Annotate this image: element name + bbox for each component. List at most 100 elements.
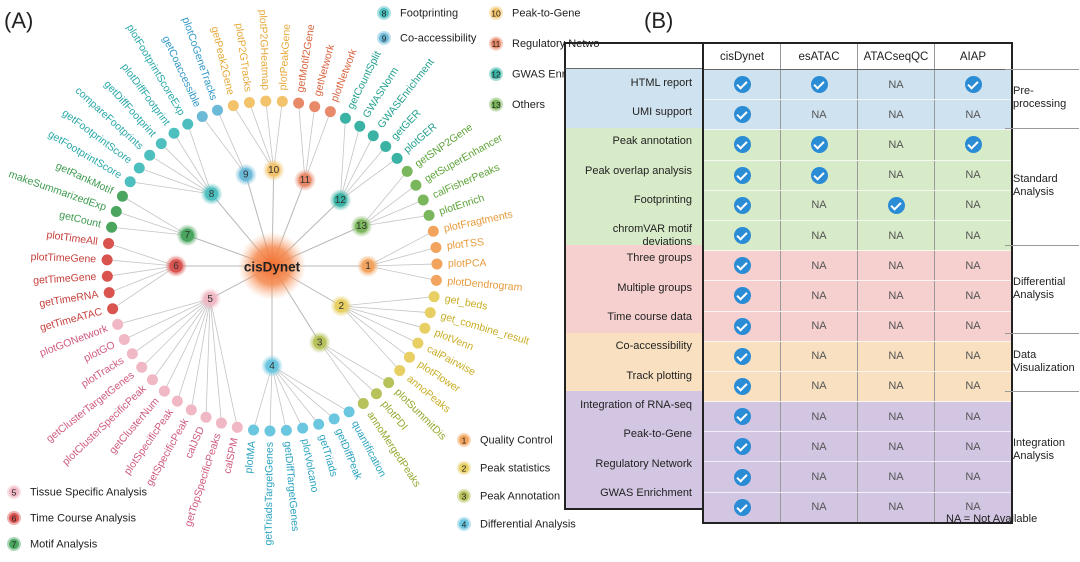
table-cell	[702, 311, 781, 342]
na-text: NA	[811, 199, 827, 212]
function-node	[343, 406, 355, 418]
bottom-left-legend-number: 6	[12, 514, 17, 524]
edge-group-2-item	[341, 305, 431, 314]
center-node	[238, 232, 306, 300]
na-text: NA	[965, 410, 981, 423]
table-cell: NA	[934, 431, 1013, 463]
edge-group-4-item	[271, 365, 304, 429]
function-node	[410, 179, 422, 191]
table-cell: NA	[934, 401, 1013, 433]
na-text: NA	[965, 229, 981, 242]
na-text: NA	[811, 320, 827, 333]
edge-group-2-item	[341, 305, 419, 344]
table-cell: NA	[780, 371, 858, 403]
function-node	[168, 127, 180, 139]
function-node	[126, 348, 138, 360]
function-label: getCount	[58, 209, 102, 231]
bottom-right-legend-number: 3	[462, 492, 467, 502]
group-hub-number: 10	[268, 165, 280, 176]
function-node	[328, 413, 340, 425]
edge-group-5-item	[152, 298, 211, 380]
header-aiap: AIAP	[934, 42, 1013, 70]
na-text: NA	[811, 259, 827, 272]
function-node	[357, 397, 369, 409]
function-node	[403, 351, 415, 363]
group-hub-core-5	[203, 292, 217, 306]
function-label: plotPeakGene	[277, 23, 293, 90]
na-text: NA	[888, 440, 904, 453]
edge-group-5-item	[117, 298, 211, 325]
na-text: NA	[811, 229, 827, 242]
function-node	[107, 303, 119, 315]
table-cell	[702, 431, 781, 463]
edge-group-12-item	[340, 158, 398, 201]
table-cell: NA	[780, 190, 858, 221]
table-cell	[857, 190, 935, 221]
bottom-right-legend-label: Quality Control	[480, 435, 553, 447]
table-cell: NA	[934, 220, 1013, 252]
group-hub-core-3	[313, 335, 327, 349]
function-node	[380, 140, 392, 152]
header-cisdynet: cisDynet	[702, 42, 781, 70]
na-text: NA	[811, 108, 827, 121]
feature-label: Footprinting	[633, 193, 692, 206]
function-node	[136, 361, 148, 373]
na-text: NA	[965, 440, 981, 453]
feature-label: GWAS Enrichment	[600, 486, 692, 499]
top-right-legend-dot	[491, 99, 501, 110]
function-node	[264, 425, 276, 437]
function-node	[431, 258, 443, 270]
edge-group-5-item	[209, 298, 238, 428]
group-hub-core-9	[239, 168, 253, 182]
table-cell: NA	[780, 280, 858, 312]
top-left-legend-label: Co-accessibility	[400, 33, 477, 45]
check-icon	[733, 498, 751, 516]
top-right-legend-number: 10	[491, 9, 501, 19]
function-node	[428, 291, 440, 303]
table-row: NA	[702, 129, 1013, 161]
table-cell: NA	[934, 311, 1013, 342]
check-icon	[733, 408, 751, 426]
edge-group-8-item	[161, 143, 212, 195]
check-icon	[733, 166, 751, 184]
na-text: NA	[811, 410, 827, 423]
top-right-legend-dot	[491, 38, 501, 49]
bottom-right-legend-number: 1	[462, 436, 467, 446]
feature-label: Time course data	[607, 311, 692, 324]
edge-group-4-item	[271, 365, 319, 425]
table-cell: NA	[857, 250, 935, 282]
feature-label: Multiple groups	[617, 281, 692, 294]
check-icon	[733, 76, 751, 94]
bottom-left-legend-dot	[9, 513, 19, 523]
bottom-right-legend-dot	[459, 519, 469, 529]
edge-group-1-item	[367, 230, 434, 267]
edge-group-13-item	[361, 184, 417, 227]
group-hub-core-2	[334, 299, 348, 313]
table-header-row: cisDynet esATAC ATACseqQC AIAP	[702, 42, 1013, 70]
function-node	[215, 417, 227, 429]
table-cell: NA	[780, 99, 858, 131]
table-cell	[780, 69, 858, 101]
check-icon	[810, 76, 828, 94]
table-cell: NA	[780, 250, 858, 282]
edge-group-5-item	[176, 298, 211, 402]
edge-group-10-item	[273, 101, 283, 171]
na-text: NA	[888, 320, 904, 333]
function-node	[196, 110, 208, 122]
feature-label: Regulatory Network	[595, 457, 692, 470]
na-text: NA	[811, 380, 827, 393]
function-node	[103, 237, 115, 249]
group-hub-core-13	[355, 219, 369, 233]
na-text: NA	[888, 108, 904, 121]
function-label: plotTimeGene	[30, 251, 96, 265]
edge-group-11-item	[298, 103, 306, 181]
group-hub-core-8	[205, 187, 219, 201]
bottom-left-legend-number: 5	[12, 488, 17, 498]
edge-group-1-item	[367, 247, 437, 267]
category-label: Data Visualization	[1013, 349, 1075, 374]
bottom-right-legend-dot	[459, 435, 469, 445]
